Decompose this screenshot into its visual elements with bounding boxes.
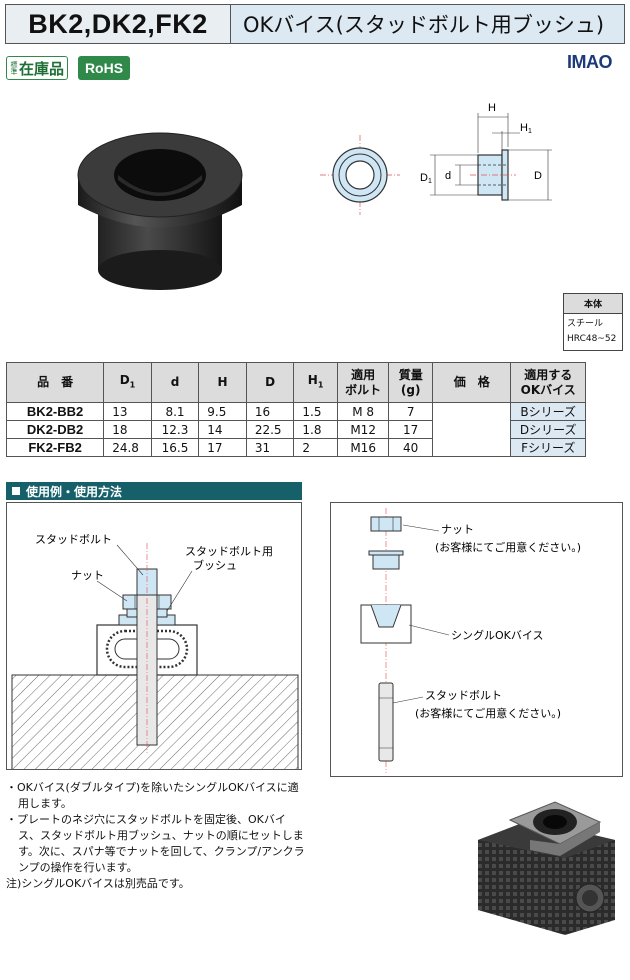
col-d1: D1 — [103, 362, 152, 403]
dim-D1: D — [420, 172, 428, 184]
usage-example-assembly: スタッドボルト スタッドボルト用 ブッシュ ナット — [6, 502, 302, 770]
material-hardness: HRC48~52 — [567, 334, 617, 344]
label-bushing-2: ブッシュ — [193, 558, 237, 572]
table-row: FK2-FB2 24.8 16.5 17 31 2 M16 40 Fシリーズ — [5, 438, 586, 457]
bushing-photo — [77, 132, 243, 290]
col-bolt: 適用 ボルト — [336, 362, 390, 403]
assembly-illustration: スタッドボルト スタッドボルト用 ブッシュ ナット — [11, 533, 299, 769]
table-row: BK2-BB2 13 8.1 9.5 16 1.5 M 8 7 Bシリーズ — [5, 402, 586, 457]
vise-photo — [478, 801, 615, 935]
section-square-icon — [12, 487, 20, 495]
usage-notes: ・OKバイス(ダブルタイプ)を除いたシングルOKバイスに適用します。 ・プレート… — [6, 780, 306, 892]
price-cell — [431, 402, 512, 457]
dim-d: d — [445, 170, 451, 182]
product-header: BK2,DK2,FK2 OKバイス(スタッドボルト用ブッシュ) — [5, 4, 625, 44]
dim-H1: H — [520, 122, 528, 134]
material-heading: 本体 — [564, 294, 622, 314]
stock-badge-label: 在庫品 — [19, 59, 65, 78]
col-part-no: 品 番 — [5, 362, 105, 403]
stock-badge-small: 標準 — [10, 61, 18, 75]
dimension-drawing: H H 1 D 1 d D — [320, 102, 552, 215]
dim-D: D — [534, 170, 542, 182]
rohs-badge: RoHS — [78, 56, 130, 80]
label-vise: シングルOKバイス — [451, 628, 544, 642]
col-d: d — [150, 362, 200, 403]
label-nut-right: ナット — [441, 523, 474, 536]
usage-example-exploded: ナット (お客様にてご用意ください。) シングルOKバイス スタッドボルト (お… — [330, 502, 623, 777]
note-1: ・OKバイス(ダブルタイプ)を除いたシングルOKバイスに適用します。 — [6, 781, 299, 810]
dim-H1-sub: 1 — [528, 128, 532, 135]
col-vise: 適用する OKバイス — [510, 362, 586, 403]
brand-logo: IMAO — [567, 52, 613, 72]
material-box: 本体 スチール HRC48~52 — [563, 293, 623, 351]
material-name: スチール — [567, 319, 604, 329]
col-h1: H1 — [293, 362, 338, 403]
col-dd: D — [245, 362, 295, 403]
note-2: ・プレートのネジ穴にスタッドボルトを固定後、OKバイス、スタッドボルト用ブッシュ… — [6, 813, 305, 874]
label-stud-bolt: スタッドボルト — [35, 533, 112, 546]
col-h: H — [198, 362, 247, 403]
usage-section-title: 使用例・使用方法 — [6, 482, 302, 500]
dim-H: H — [488, 102, 496, 114]
col-price: 価 格 — [431, 362, 512, 403]
exploded-illustration: ナット (お客様にてご用意ください。) シングルOKバイス スタッドボルト (お… — [360, 508, 581, 773]
stock-badge: 標準 在庫品 — [6, 56, 69, 80]
label-stud-note: (お客様にてご用意ください。) — [415, 706, 561, 720]
label-stud-right: スタッドボルト — [425, 689, 502, 702]
usage-section-label: 使用例・使用方法 — [26, 484, 123, 499]
label-nut-note: (お客様にてご用意ください。) — [435, 540, 581, 554]
dim-D1-sub: 1 — [428, 178, 432, 185]
col-mass: 質量 (g) — [388, 362, 433, 403]
label-bushing-1: スタッドボルト用 — [185, 545, 273, 558]
product-title: OKバイス(スタッドボルト用ブッシュ) — [231, 5, 624, 43]
note-footnote: 注)シングルOKバイスは別売品です。 — [6, 877, 190, 890]
product-codes: BK2,DK2,FK2 — [6, 5, 231, 43]
spec-table: 品 番 D1 d H D H1 適用 ボルト 質量 (g) 価 格 適用する O… — [5, 362, 586, 457]
label-nut: ナット — [71, 569, 104, 582]
